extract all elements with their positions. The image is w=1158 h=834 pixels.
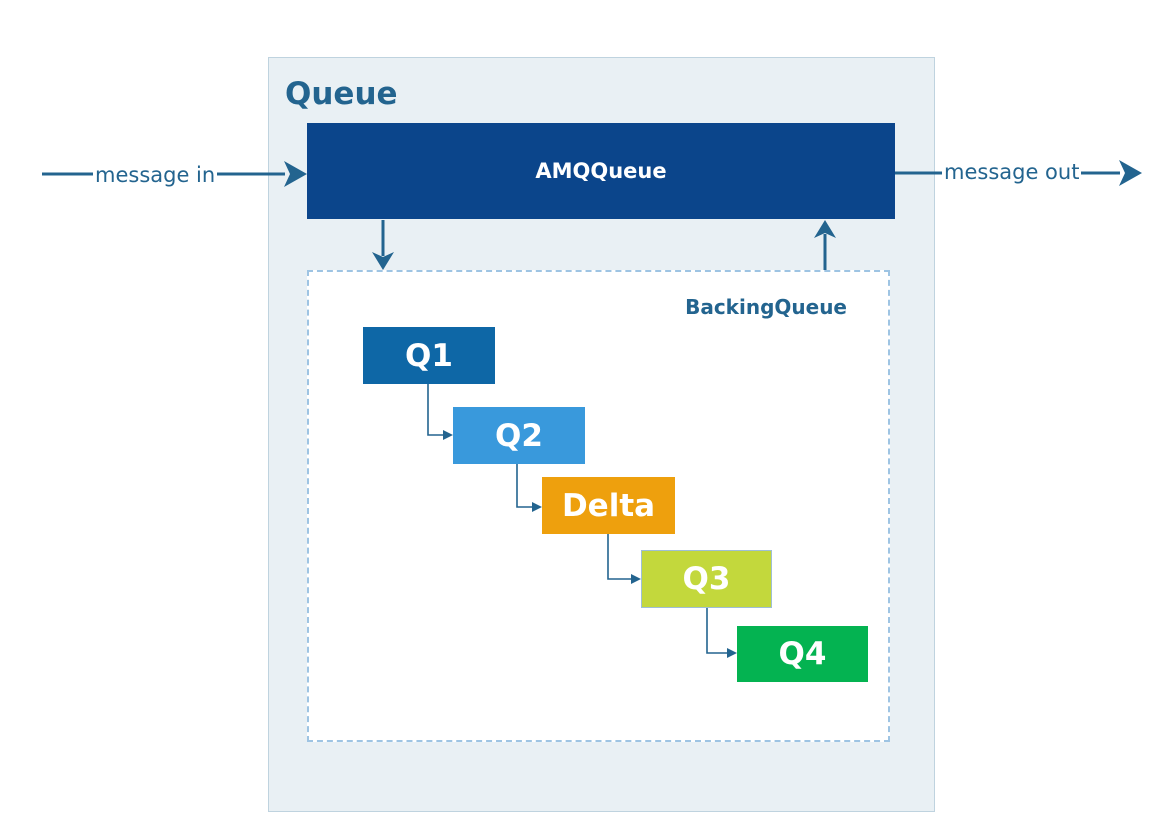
message-out-arrowhead: [1119, 160, 1142, 186]
delta-to-q3-connector: [607, 534, 634, 580]
q3-label: Q3: [682, 561, 731, 597]
backing-to-amq-arrowhead: [814, 220, 836, 238]
q1-node: Q1: [363, 327, 495, 384]
amq-queue-label: AMQQueue: [535, 159, 667, 183]
q1-to-q2-connector: [427, 384, 446, 436]
amq-to-backing-arrowhead: [372, 252, 394, 270]
message-in-arrowhead: [284, 161, 307, 187]
queue-title: Queue: [285, 76, 398, 112]
q1-to-q2-arrowhead: [443, 430, 453, 440]
delta-node: Delta: [542, 477, 675, 534]
delta-to-q3-arrowhead: [631, 574, 641, 584]
amq-queue-box: AMQQueue: [307, 123, 895, 219]
q4-node: Q4: [737, 626, 868, 682]
q2-node: Q2: [453, 407, 585, 464]
message-out-label: message out: [942, 158, 1082, 186]
q3-to-q4-connector: [706, 608, 730, 654]
backing-queue-label: BackingQueue: [685, 295, 847, 319]
q2-to-delta-arrowhead: [532, 502, 542, 512]
q3-to-q4-arrowhead: [727, 648, 737, 658]
delta-label: Delta: [561, 487, 656, 524]
q4-label: Q4: [778, 636, 827, 672]
q3-node: Q3: [641, 550, 772, 608]
q2-to-delta-connector: [516, 464, 535, 508]
q2-label: Q2: [495, 417, 543, 454]
message-in-label: message in: [93, 161, 218, 189]
q1-label: Q1: [405, 337, 453, 374]
